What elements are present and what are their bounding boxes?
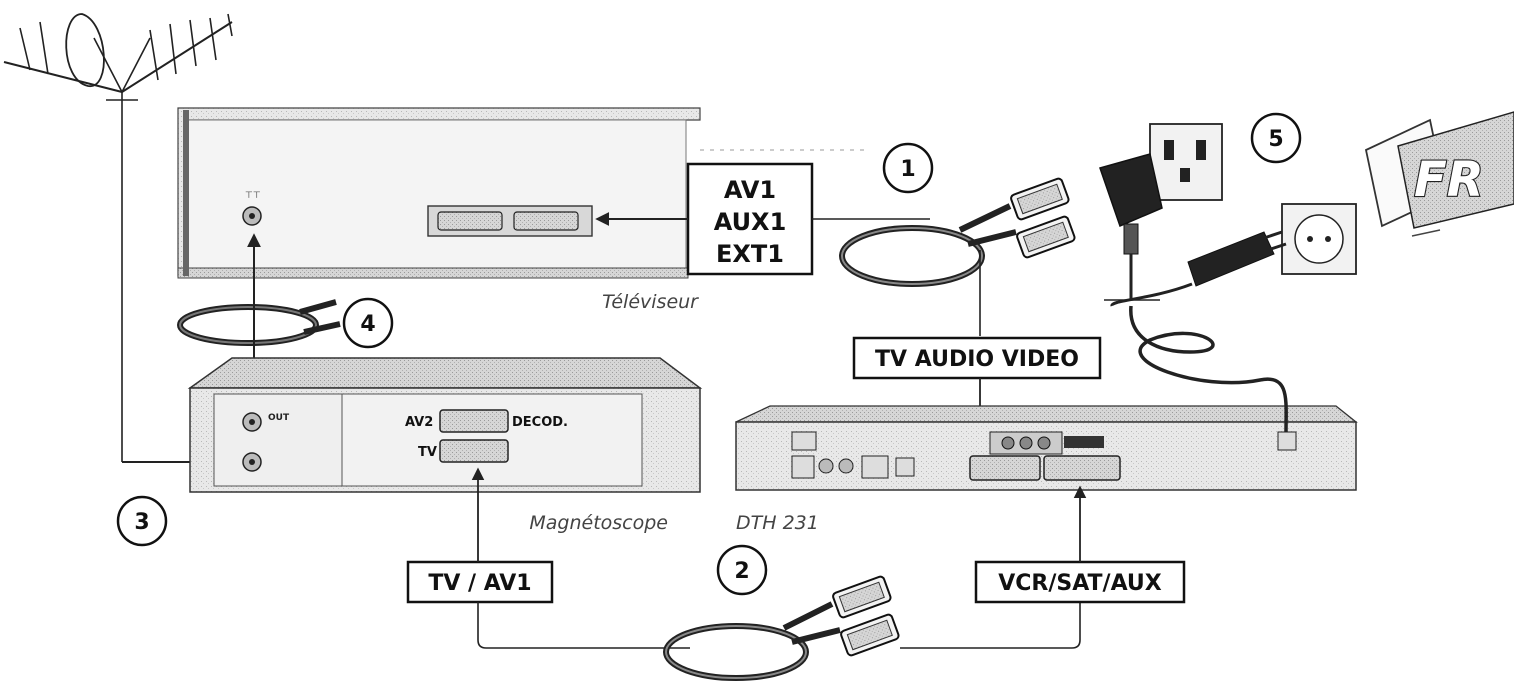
tv-scart-socket-2 xyxy=(513,211,579,231)
vcr-tv-label: TV xyxy=(418,445,437,460)
svg-text:3: 3 xyxy=(134,510,149,535)
vcr-input-label-box: TV / AV1 xyxy=(406,560,554,604)
tv-input-label-ext1: EXT1 xyxy=(716,240,784,268)
vcr: OUT AV2 DECOD. TV xyxy=(187,357,703,493)
tv-input-label-av1: AV1 xyxy=(724,176,776,204)
receiver xyxy=(735,405,1358,491)
language-badge: FR xyxy=(1364,111,1514,237)
rf-cable xyxy=(177,299,341,346)
television-caption: Téléviseur xyxy=(602,291,699,313)
tv-input-label-aux1: AUX1 xyxy=(714,208,787,236)
svg-text:5: 5 xyxy=(1268,127,1283,152)
receiver-vcr-output-label: VCR/SAT/AUX xyxy=(998,571,1162,596)
tv-scart-socket-1 xyxy=(437,211,503,231)
svg-text:2: 2 xyxy=(734,559,749,584)
receiver-scart-vcr xyxy=(1043,455,1121,481)
receiver-caption: DTH 231 xyxy=(736,512,819,534)
tv-input-label-box: AV1 AUX1 EXT1 xyxy=(686,162,814,276)
vcr-scart-tv xyxy=(439,439,509,463)
vcr-caption: Magnétoscope xyxy=(529,512,668,534)
wall-socket-uk xyxy=(1149,123,1223,201)
step-4-badge: 4 xyxy=(342,297,394,349)
step-5-badge: 5 xyxy=(1250,112,1302,164)
receiver-tv-output-label-box: TV AUDIO VIDEO xyxy=(852,336,1102,380)
television: ⊤⊤ xyxy=(177,107,701,279)
vcr-scart-av2 xyxy=(439,409,509,433)
svg-text:1: 1 xyxy=(900,157,915,182)
step-1-badge: 1 xyxy=(882,142,934,194)
svg-text:4: 4 xyxy=(360,312,375,337)
tv-back-panel xyxy=(185,119,687,269)
eu-plug xyxy=(1187,230,1287,287)
receiver-tv-output-label: TV AUDIO VIDEO xyxy=(875,347,1079,372)
svg-text:⊤⊤: ⊤⊤ xyxy=(245,191,261,201)
antenna xyxy=(3,13,233,462)
receiver-vcr-output-label-box: VCR/SAT/AUX xyxy=(974,560,1186,604)
vcr-input-label: TV / AV1 xyxy=(428,571,531,596)
vcr-rf-out-label: OUT xyxy=(268,413,290,423)
step-3-badge: 3 xyxy=(116,495,168,547)
receiver-power-socket xyxy=(1277,431,1297,451)
scart-cable-1 xyxy=(839,177,1076,336)
power-cable xyxy=(1104,282,1288,433)
receiver-scart-tv xyxy=(969,455,1041,481)
step-2-badge: 2 xyxy=(716,544,768,596)
wall-socket-eu xyxy=(1281,203,1357,275)
language-badge-text: FR xyxy=(1414,152,1484,208)
uk-plug xyxy=(1099,153,1163,300)
scart-cable-2 xyxy=(663,575,900,681)
vcr-decod-label: DECOD. xyxy=(512,415,568,430)
vcr-av2-label: AV2 xyxy=(405,415,433,430)
